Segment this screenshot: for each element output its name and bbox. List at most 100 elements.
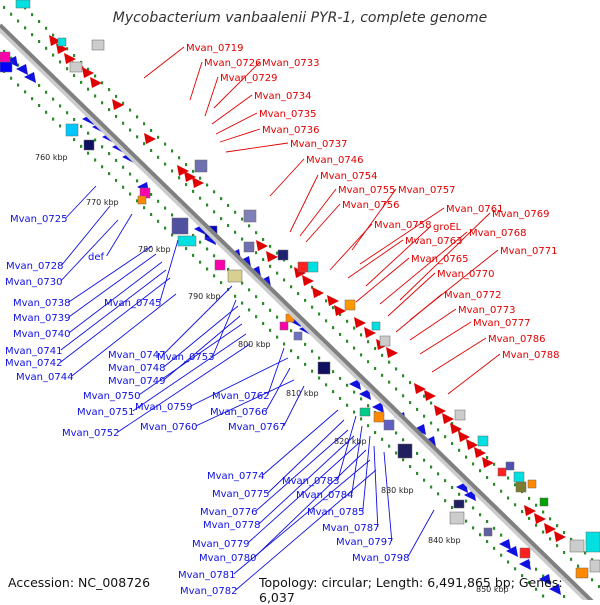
reverse-gene-label[interactable]: Mvan_0783 (282, 476, 339, 487)
reverse-gene-label[interactable]: Mvan_0752 (62, 428, 119, 439)
reverse-gene-label[interactable]: Mvan_0774 (207, 471, 264, 482)
forward-gene-label[interactable]: Mvan_0726 (204, 58, 261, 69)
forward-gene-label[interactable]: Mvan_0771 (500, 246, 557, 257)
tick-mark (290, 285, 293, 289)
forward-gene-label[interactable]: Mvan_0786 (488, 334, 545, 345)
reverse-gene-label[interactable]: Mvan_0797 (336, 537, 393, 548)
forward-gene-leader (431, 337, 487, 373)
forward-gene-arrow (474, 447, 486, 458)
reverse-gene-label[interactable]: Mvan_0725 (10, 214, 67, 225)
tick-mark (444, 479, 447, 483)
reverse-gene-label[interactable]: Mvan_0784 (296, 490, 353, 501)
reverse-gene-label[interactable]: Mvan_0747 (108, 350, 165, 361)
tick-mark (150, 149, 153, 152)
tick-mark (458, 492, 461, 496)
reverse-gene-label[interactable]: Mvan_0787 (322, 523, 379, 534)
forward-gene-label[interactable]: Mvan_0788 (502, 350, 559, 361)
forward-gene-label[interactable]: Mvan_0757 (398, 185, 455, 196)
reverse-gene-arrow (539, 574, 551, 585)
reverse-gene-label[interactable]: Mvan_0751 (77, 407, 134, 418)
forward-gene-label[interactable]: Mvan_0746 (306, 155, 363, 166)
gene-block (227, 269, 243, 283)
reverse-gene-label[interactable]: Mvan_0741 (5, 346, 62, 357)
tick-mark (332, 326, 335, 330)
reverse-gene-label[interactable]: Mvan_0798 (352, 553, 409, 564)
tick-mark (339, 396, 342, 400)
reverse-gene-label[interactable]: Mvan_0785 (307, 507, 364, 518)
reverse-gene-label[interactable]: Mvan_0744 (16, 372, 73, 383)
reverse-gene-label[interactable]: Mvan_0766 (210, 407, 267, 418)
forward-gene-label[interactable]: groEL (433, 222, 462, 233)
forward-gene-label[interactable]: Mvan_0777 (473, 318, 530, 329)
tick-mark (269, 328, 272, 332)
forward-gene-label[interactable]: Mvan_0758 (374, 220, 431, 231)
reverse-gene-label[interactable]: Mvan_0778 (203, 520, 260, 531)
reverse-gene-label[interactable]: Mvan_0767 (228, 422, 285, 433)
forward-gene-leader (215, 112, 258, 135)
forward-gene-label[interactable]: Mvan_0734 (254, 91, 311, 102)
gene-block (585, 531, 600, 553)
reverse-gene-label[interactable]: Mvan_0728 (6, 261, 63, 272)
tick-mark (402, 374, 405, 378)
reverse-gene-label[interactable]: Mvan_0749 (108, 376, 165, 387)
forward-gene-label[interactable]: Mvan_0768 (469, 228, 526, 239)
reverse-gene-label[interactable]: Mvan_0753 (157, 352, 214, 363)
tick-mark (136, 199, 139, 203)
reverse-gene-label[interactable]: Mvan_0775 (212, 489, 269, 500)
reverse-gene-label[interactable]: Mvan_0750 (83, 391, 140, 402)
tick-mark (206, 247, 209, 251)
reverse-gene-label[interactable]: def (88, 252, 105, 263)
forward-gene-label[interactable]: Mvan_0765 (411, 254, 468, 265)
forward-gene-label[interactable]: Mvan_0737 (290, 139, 347, 150)
reverse-gene-label[interactable]: Mvan_0748 (108, 363, 165, 374)
tick-mark (115, 114, 118, 118)
forward-gene-label[interactable]: Mvan_0769 (492, 209, 549, 220)
forward-gene-arrow (466, 439, 478, 450)
forward-gene-label[interactable]: Mvan_0763 (405, 236, 462, 247)
reverse-gene-label[interactable]: Mvan_0779 (192, 539, 249, 550)
tick-mark (283, 342, 286, 346)
reverse-gene-label[interactable]: Mvan_0781 (178, 570, 235, 581)
forward-gene-label[interactable]: Mvan_0756 (342, 200, 399, 211)
genome-backbone (0, 23, 594, 600)
forward-gene-label[interactable]: Mvan_0736 (262, 125, 319, 136)
forward-gene-label[interactable]: Mvan_0735 (259, 109, 316, 120)
forward-gene-label[interactable]: Mvan_0761 (446, 204, 503, 215)
reverse-gene-label[interactable]: Mvan_0782 (180, 586, 237, 597)
forward-gene-label[interactable]: Mvan_0754 (320, 171, 377, 182)
tick-mark (255, 231, 258, 235)
reverse-gene-arrow (349, 379, 361, 390)
tick-mark (171, 169, 174, 173)
forward-gene-label[interactable]: Mvan_0729 (220, 73, 277, 84)
reverse-gene-label[interactable]: Mvan_0745 (104, 298, 161, 309)
forward-gene-label[interactable]: Mvan_0719 (186, 43, 243, 54)
tick-mark (136, 179, 139, 183)
forward-gene-label[interactable]: Mvan_0772 (444, 290, 501, 301)
reverse-gene-label[interactable]: Mvan_0759 (135, 402, 192, 413)
forward-gene-leader (143, 46, 185, 79)
reverse-gene-label[interactable]: Mvan_0760 (140, 422, 197, 433)
forward-gene-arrow (302, 275, 314, 286)
reverse-gene-label[interactable]: Mvan_0776 (200, 507, 257, 518)
reverse-gene-label[interactable]: Mvan_0780 (199, 553, 256, 564)
tick-mark (143, 122, 146, 126)
forward-gene-label[interactable]: Mvan_0755 (338, 185, 395, 196)
reverse-gene-label[interactable]: Mvan_0740 (13, 329, 70, 340)
reverse-gene-label[interactable]: Mvan_0738 (13, 298, 70, 309)
reverse-gene-leader (267, 347, 285, 396)
forward-gene-label[interactable]: Mvan_0733 (262, 58, 319, 69)
reverse-gene-label[interactable]: Mvan_0730 (5, 277, 62, 288)
gene-block (453, 499, 465, 509)
tick-mark (423, 414, 426, 418)
tick-mark (430, 465, 433, 469)
reverse-gene-label[interactable]: Mvan_0762 (212, 391, 269, 402)
forward-gene-arrow (482, 457, 494, 468)
gene-block (527, 479, 537, 489)
forward-gene-leader (211, 94, 253, 125)
forward-gene-label[interactable]: Mvan_0770 (437, 269, 494, 280)
reverse-gene-label[interactable]: Mvan_0739 (13, 313, 70, 324)
reverse-gene-label[interactable]: Mvan_0742 (5, 358, 62, 369)
tick-mark (227, 223, 230, 227)
forward-gene-label[interactable]: Mvan_0773 (458, 305, 515, 316)
